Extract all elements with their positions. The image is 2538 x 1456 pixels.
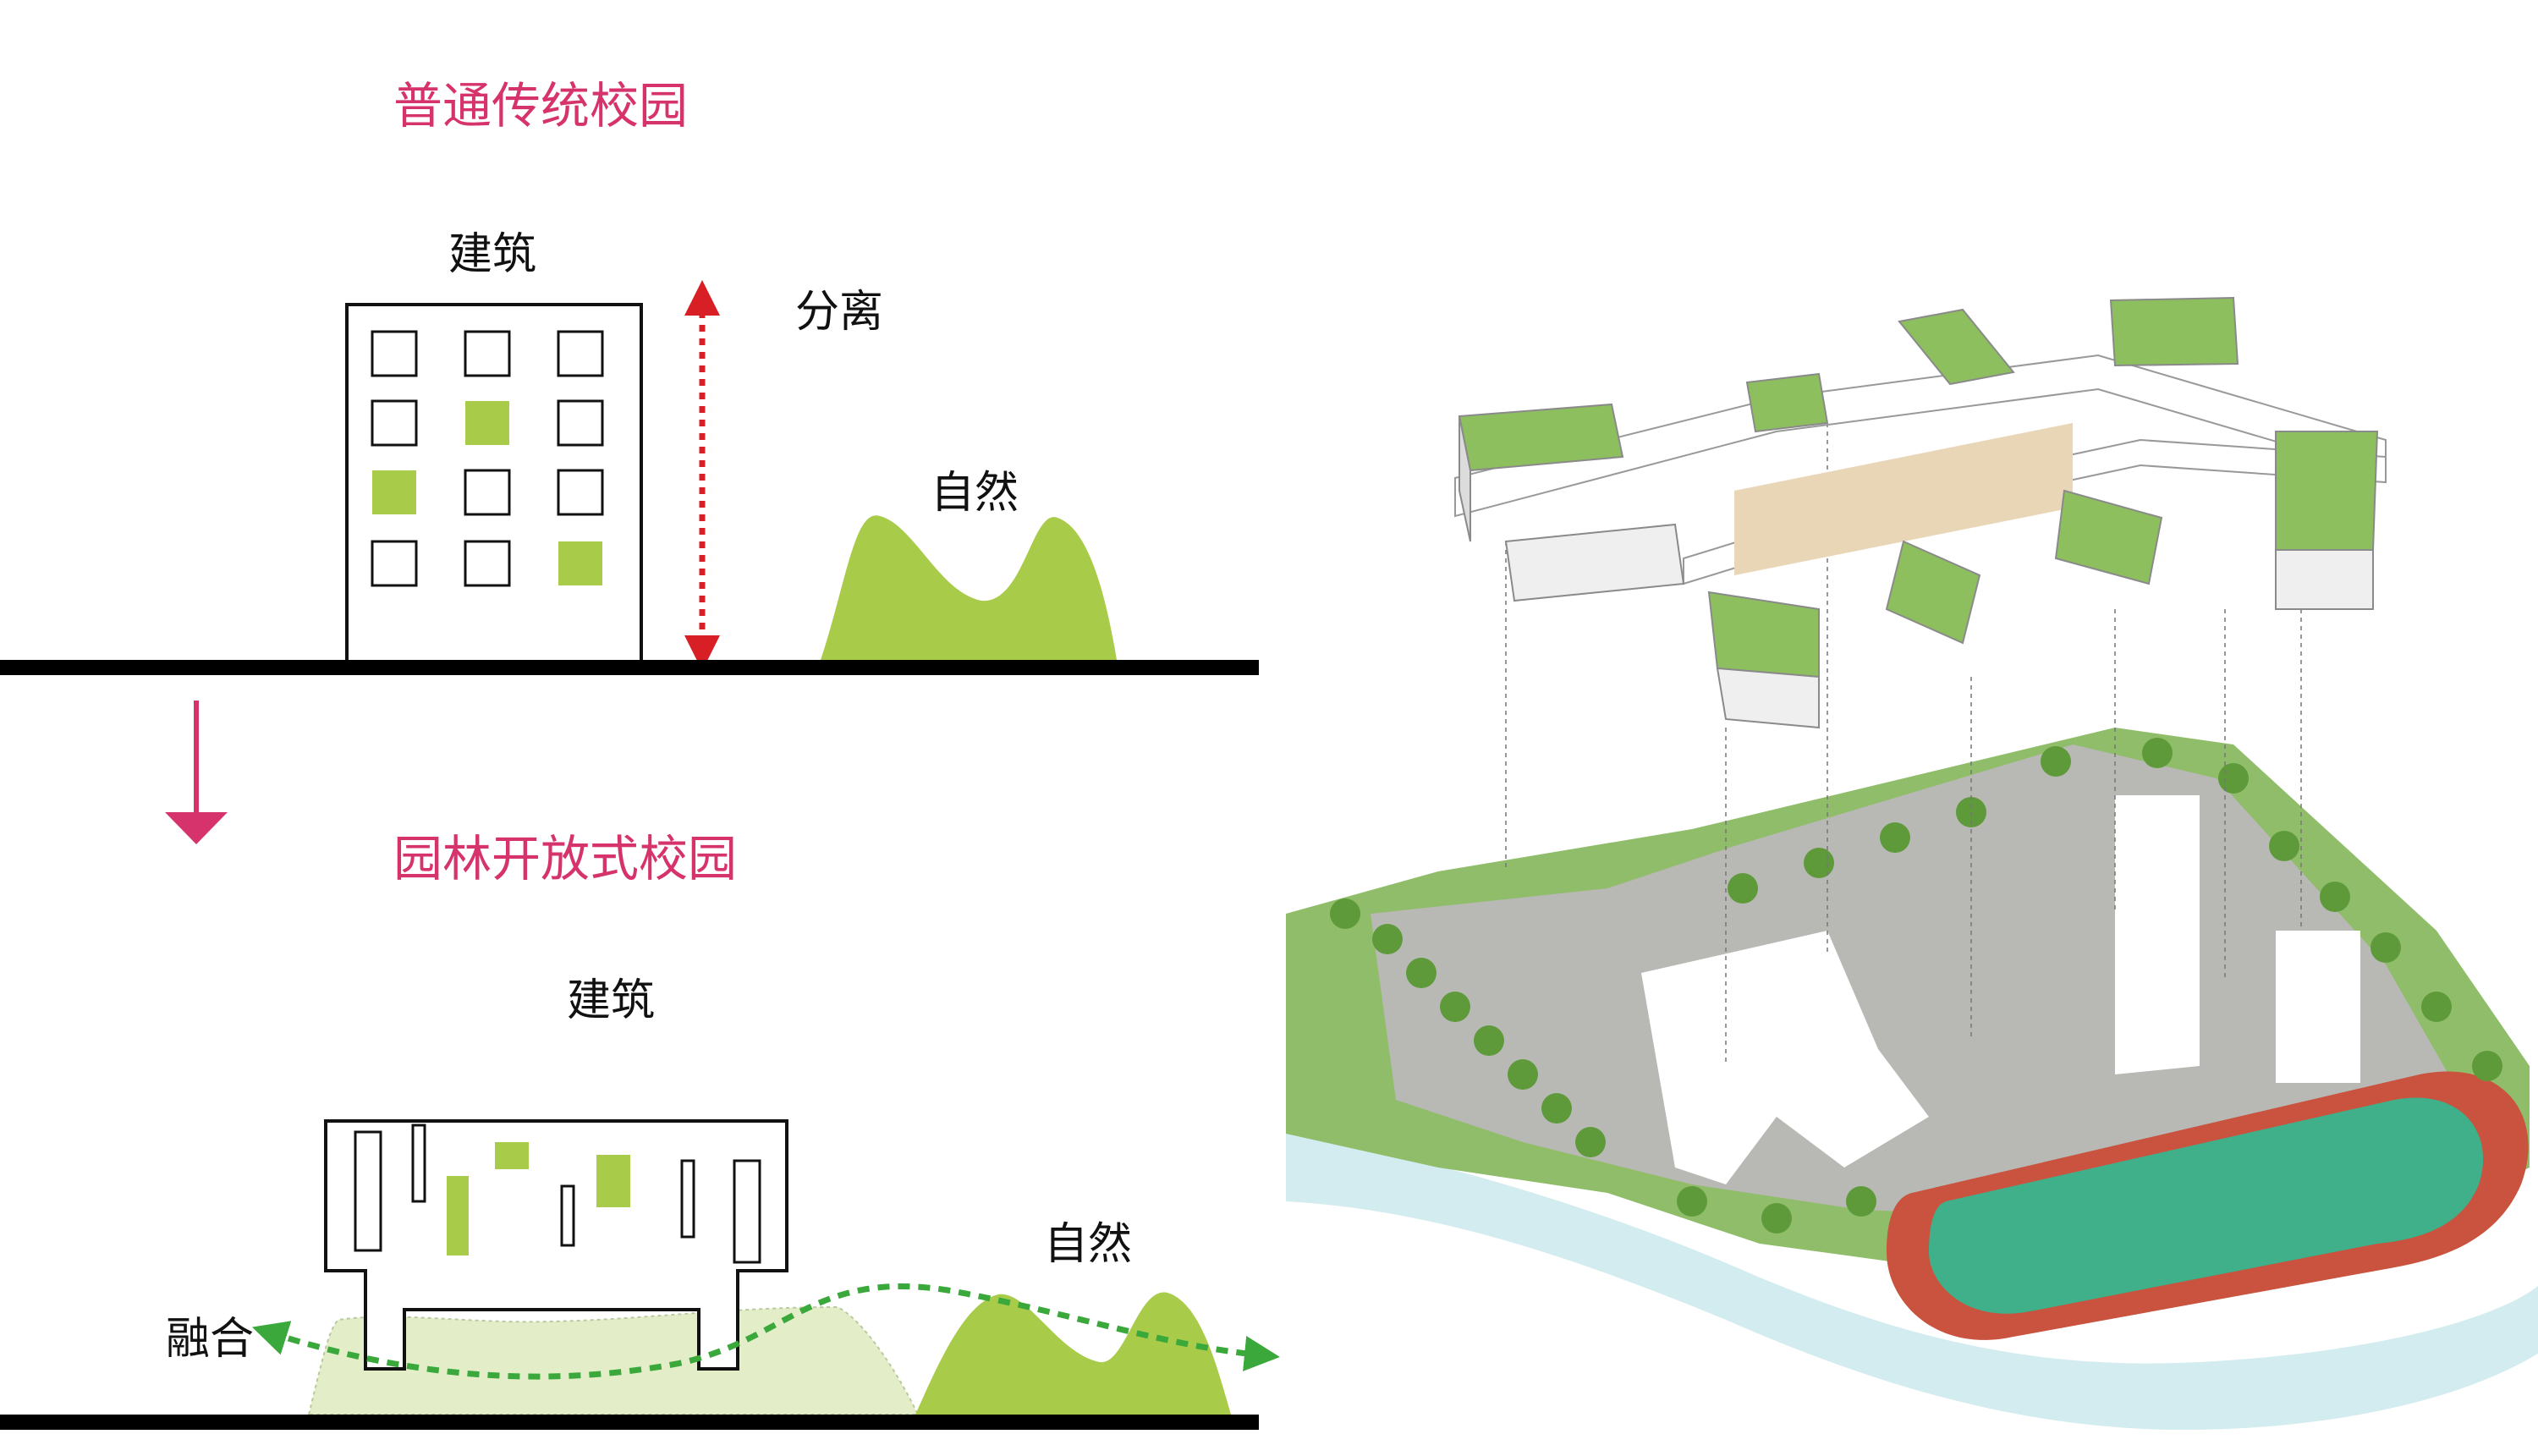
- building-label-bottom: 建筑: [567, 975, 656, 1026]
- nature-label-top: 自然: [931, 468, 1019, 519]
- nature-hills-bottom: [915, 1292, 1231, 1415]
- garden-building: [324, 1119, 788, 1371]
- fusion-arrow: [251, 1283, 1280, 1380]
- transition-arrow: [165, 701, 228, 844]
- separation-label: 分离: [795, 287, 884, 338]
- garden-campus-title: 园林开放式校园: [393, 830, 738, 887]
- fusion-label: 融合: [166, 1314, 255, 1365]
- nature-hills-top: [821, 515, 1117, 660]
- traditional-building: [345, 303, 643, 665]
- traditional-campus-title: 普通传统校园: [393, 77, 689, 135]
- campus-axonometric-illustration: [1286, 296, 2538, 1430]
- ground-line-bottom: [0, 1415, 1259, 1430]
- ground-line-top: [0, 660, 1259, 675]
- nature-label-bottom: 自然: [1044, 1219, 1133, 1270]
- green-roofs: [1458, 296, 2379, 729]
- projection-lines: [1505, 406, 2302, 1066]
- trees: [1330, 738, 2502, 1233]
- building-windows: [371, 330, 604, 587]
- building-label-top: 建筑: [448, 229, 537, 280]
- river: [1286, 1134, 2538, 1430]
